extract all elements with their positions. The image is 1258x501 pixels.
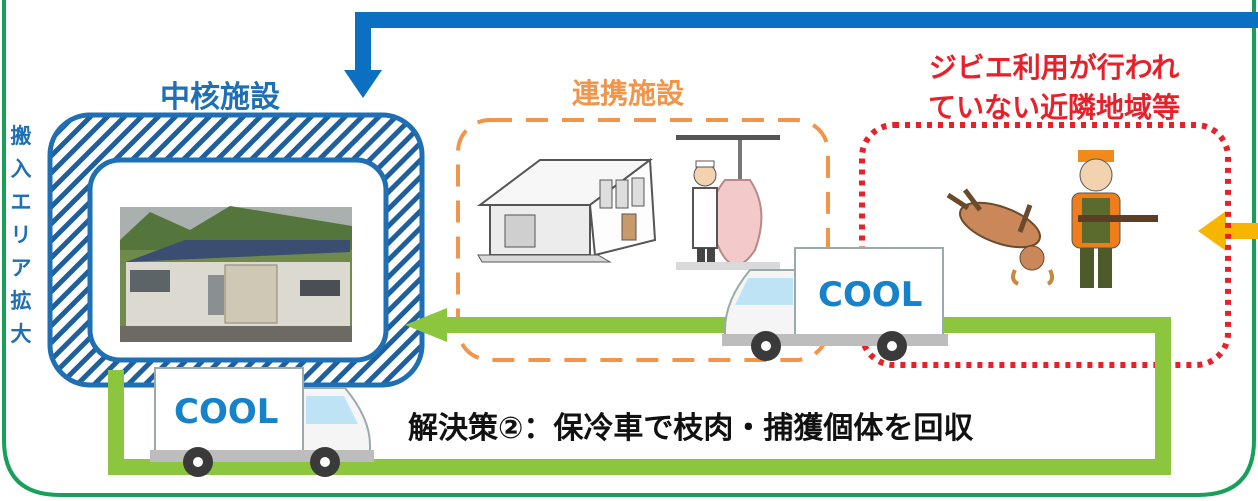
expansion-char: ア <box>10 256 32 280</box>
expansion-char: 搬 <box>10 124 32 148</box>
core-facility-photo <box>120 206 352 342</box>
expansion-area-label: 搬 入 エ リ ア 拡 大 <box>4 120 38 351</box>
return-arrow <box>344 12 1258 98</box>
partner-facility-box <box>456 118 830 362</box>
incoming-arrow <box>1198 211 1258 251</box>
region-box <box>859 122 1231 368</box>
hunter-illustration <box>1071 150 1158 288</box>
core-facility-title: 中核施設 <box>160 80 280 115</box>
region-title-line-2: ていない近隣地域等 <box>927 91 1180 124</box>
solution-caption: 解決策②：保冷車で枝肉・捕獲個体を回収 <box>408 411 974 446</box>
refrigerated-truck-2 <box>150 367 374 477</box>
refrigerated-truck-1 <box>722 247 948 361</box>
processing-building-illustration <box>477 158 657 263</box>
truck-1-cool-label: COOL <box>818 275 923 315</box>
region-title: ジビエ利用が行われ ていない近隣地域等 <box>864 48 1244 128</box>
deer-illustration <box>946 188 1055 286</box>
partner-facility-title: 連携施設 <box>572 77 685 110</box>
expansion-char: エ <box>10 190 32 214</box>
collection-route <box>108 308 1171 475</box>
region-title-line-1: ジビエ利用が行われ <box>928 51 1180 84</box>
expansion-char: リ <box>10 223 32 247</box>
expansion-char: 拡 <box>10 289 32 313</box>
expansion-char: 入 <box>10 157 32 181</box>
expansion-char: 大 <box>10 322 32 346</box>
worker-with-carcass-illustration <box>676 135 780 270</box>
truck-2-cool-label: COOL <box>174 392 279 432</box>
